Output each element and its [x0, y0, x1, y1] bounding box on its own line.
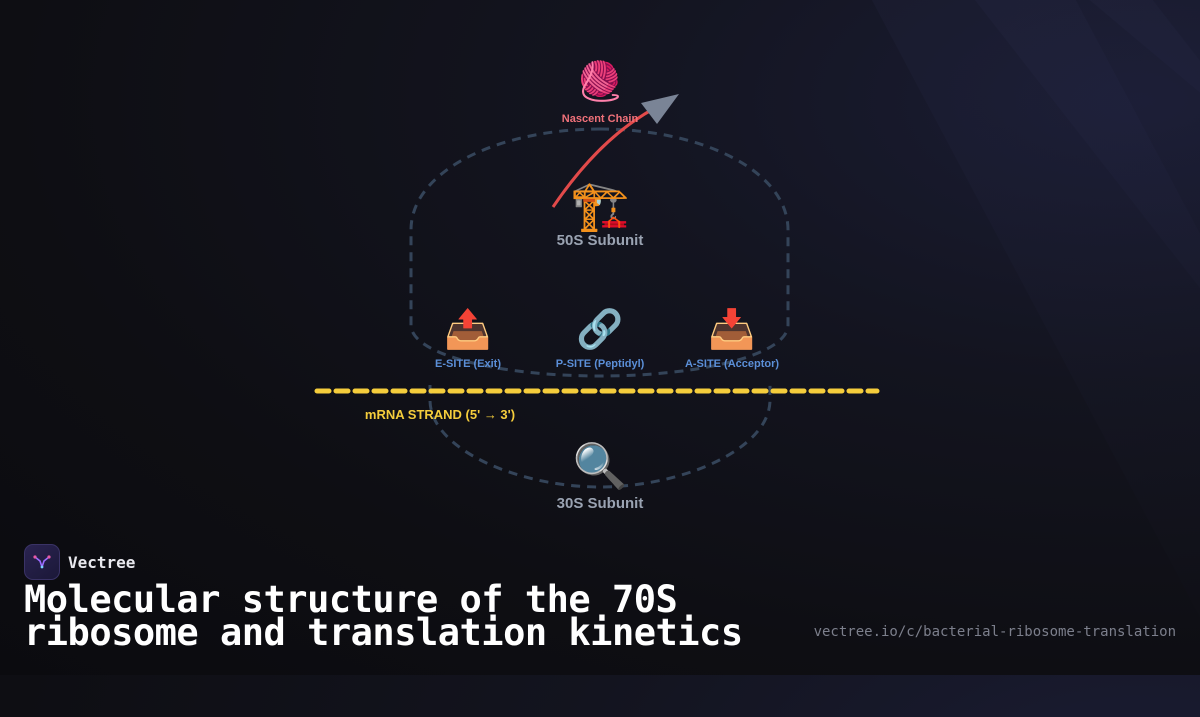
a-site-label: A-SITE (Acceptor) [685, 358, 779, 370]
inbox-tray-icon: 📥 [708, 307, 755, 351]
outbox-tray-icon: 📤 [444, 307, 491, 351]
e-site-label: E-SITE (Exit) [435, 358, 501, 370]
p-site-label: P-SITE (Peptidyl) [556, 358, 645, 370]
small-subunit-label: 30S Subunit [557, 495, 644, 512]
link-icon: 🔗 [576, 306, 623, 352]
large-subunit-label: 50S Subunit [557, 232, 644, 249]
chain-exit-arrow [551, 106, 656, 208]
page-title: Molecular structure of the 70S ribosome … [24, 578, 743, 654]
crane-icon: 🏗️ [570, 178, 630, 234]
small-subunit-outline [428, 385, 772, 489]
ribosome-diagram: 🧶 Nascent Chain 🏗️ 50S Subunit 📤 E-SITE … [314, 59, 880, 512]
chain-arrow-head [641, 94, 679, 124]
brand[interactable]: Vectree [24, 544, 135, 580]
mrna-label: mRNA STRAND (5' → 3') [365, 407, 515, 422]
vectree-logo-icon [24, 544, 60, 580]
magnifier-icon: 🔍 [573, 438, 628, 492]
brand-name: Vectree [68, 552, 136, 572]
nascent-chain-label: Nascent Chain [562, 113, 639, 125]
large-subunit-outline [409, 127, 790, 378]
source-url[interactable]: vectree.io/c/bacterial-ribosome-translat… [813, 624, 1176, 640]
yarn-ball-icon: 🧶 [576, 59, 623, 103]
